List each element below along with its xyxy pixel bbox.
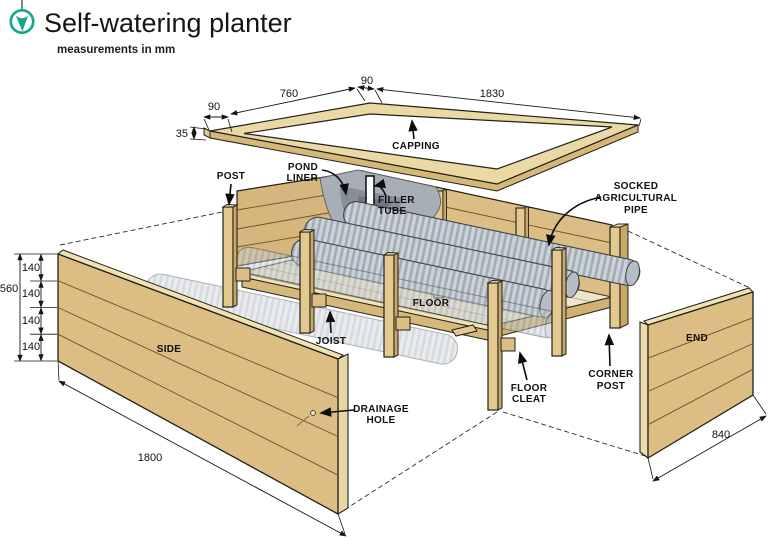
dim-end-width: 840	[712, 429, 730, 441]
loose-floor-cleat-board	[451, 324, 478, 337]
end-panel-seams	[647, 317, 754, 426]
dim-capping-side-width: 90	[208, 101, 220, 113]
label-pond-liner-2: LINER	[287, 173, 319, 184]
label-drainage-hole-1: DRAINAGE	[353, 404, 409, 415]
post-back-left	[221, 204, 251, 308]
label-corner-post-2: POST	[597, 381, 625, 392]
projection-line-end-top	[627, 230, 751, 289]
capping-end-face	[203, 127, 211, 139]
filler-tube-arrow	[373, 178, 387, 197]
dim-board-width-2: 140	[22, 288, 40, 300]
callouts: POST POND LINER FILLER TUBE SOCKED AGRIC…	[217, 162, 677, 426]
cleat-3	[395, 316, 411, 331]
label-end: END	[686, 333, 708, 344]
dim-capping-side-length: 1830	[480, 88, 504, 100]
label-corner-post-1: CORNER	[588, 369, 634, 380]
post-3	[382, 252, 411, 358]
capping-arrow	[408, 119, 418, 140]
label-floor-cleat-2: CLEAT	[512, 394, 546, 405]
joist-arrow	[325, 310, 336, 334]
dim-capping-thickness: 35	[176, 128, 188, 140]
side-panel-right-edge	[337, 353, 349, 515]
header: Self-watering planter measurements in mm	[9, 0, 292, 56]
projection-line-floor-to-side	[340, 411, 498, 513]
end-panel-left-edge	[639, 321, 649, 460]
page-title: Self-watering planter	[44, 8, 292, 38]
end-panel: END 840	[639, 287, 767, 482]
post-5	[550, 247, 568, 357]
projection-line-side-top	[59, 211, 223, 246]
dim-board-width-3: 140	[22, 315, 40, 327]
side-dimensions: 560 140 140 140 140 1800	[0, 253, 347, 537]
capping-face	[210, 103, 638, 184]
dim-side-length: 1800	[138, 452, 162, 464]
dim-capping-member-width: 90	[361, 75, 373, 87]
label-side: SIDE	[157, 344, 182, 355]
dim-board-width-4: 140	[22, 341, 40, 353]
logo-drop-icon	[15, 15, 29, 32]
label-socked-pipe-2: AGRICULTURAL	[595, 193, 677, 204]
dim-wall-height: 560	[0, 283, 18, 295]
label-floor-cleat-1: FLOOR	[511, 383, 548, 394]
label-joist: JOIST	[316, 336, 346, 347]
post-2	[298, 229, 327, 334]
socked-pipe-arrow	[546, 196, 602, 247]
projection-line-floor-to-end	[502, 411, 646, 457]
cleat-2	[311, 293, 327, 308]
cleat-4	[500, 337, 516, 352]
post-front-corner	[486, 280, 516, 411]
page-subtitle: measurements in mm	[57, 44, 175, 56]
label-post: POST	[217, 171, 245, 182]
label-pond-liner-1: POND	[288, 162, 318, 173]
label-socked-pipe-1: SOCKED	[614, 181, 659, 192]
label-filler-tube-2: TUBE	[378, 206, 406, 217]
label-capping: CAPPING	[392, 141, 440, 152]
label-floor: FLOOR	[413, 298, 450, 309]
floor-cleat-arrow	[517, 351, 528, 381]
capping-thickness-band	[209, 124, 639, 192]
label-socked-pipe-3: PIPE	[624, 205, 648, 216]
drainage-hole-arrow	[319, 407, 355, 417]
pond-liner-arrow	[321, 169, 349, 196]
label-filler-tube-1: FILLER	[378, 195, 415, 206]
capping-frame: 90 760 90 1830 35 CAPPING	[176, 75, 642, 192]
dim-capping-end-length: 760	[280, 88, 298, 100]
post-arrow	[225, 183, 235, 206]
drainage-hole	[310, 410, 316, 416]
dim-board-width-1: 140	[22, 262, 40, 274]
cleat-1	[235, 267, 251, 282]
label-drainage-hole-2: HOLE	[367, 415, 396, 426]
corner-post-arrow	[604, 333, 615, 367]
